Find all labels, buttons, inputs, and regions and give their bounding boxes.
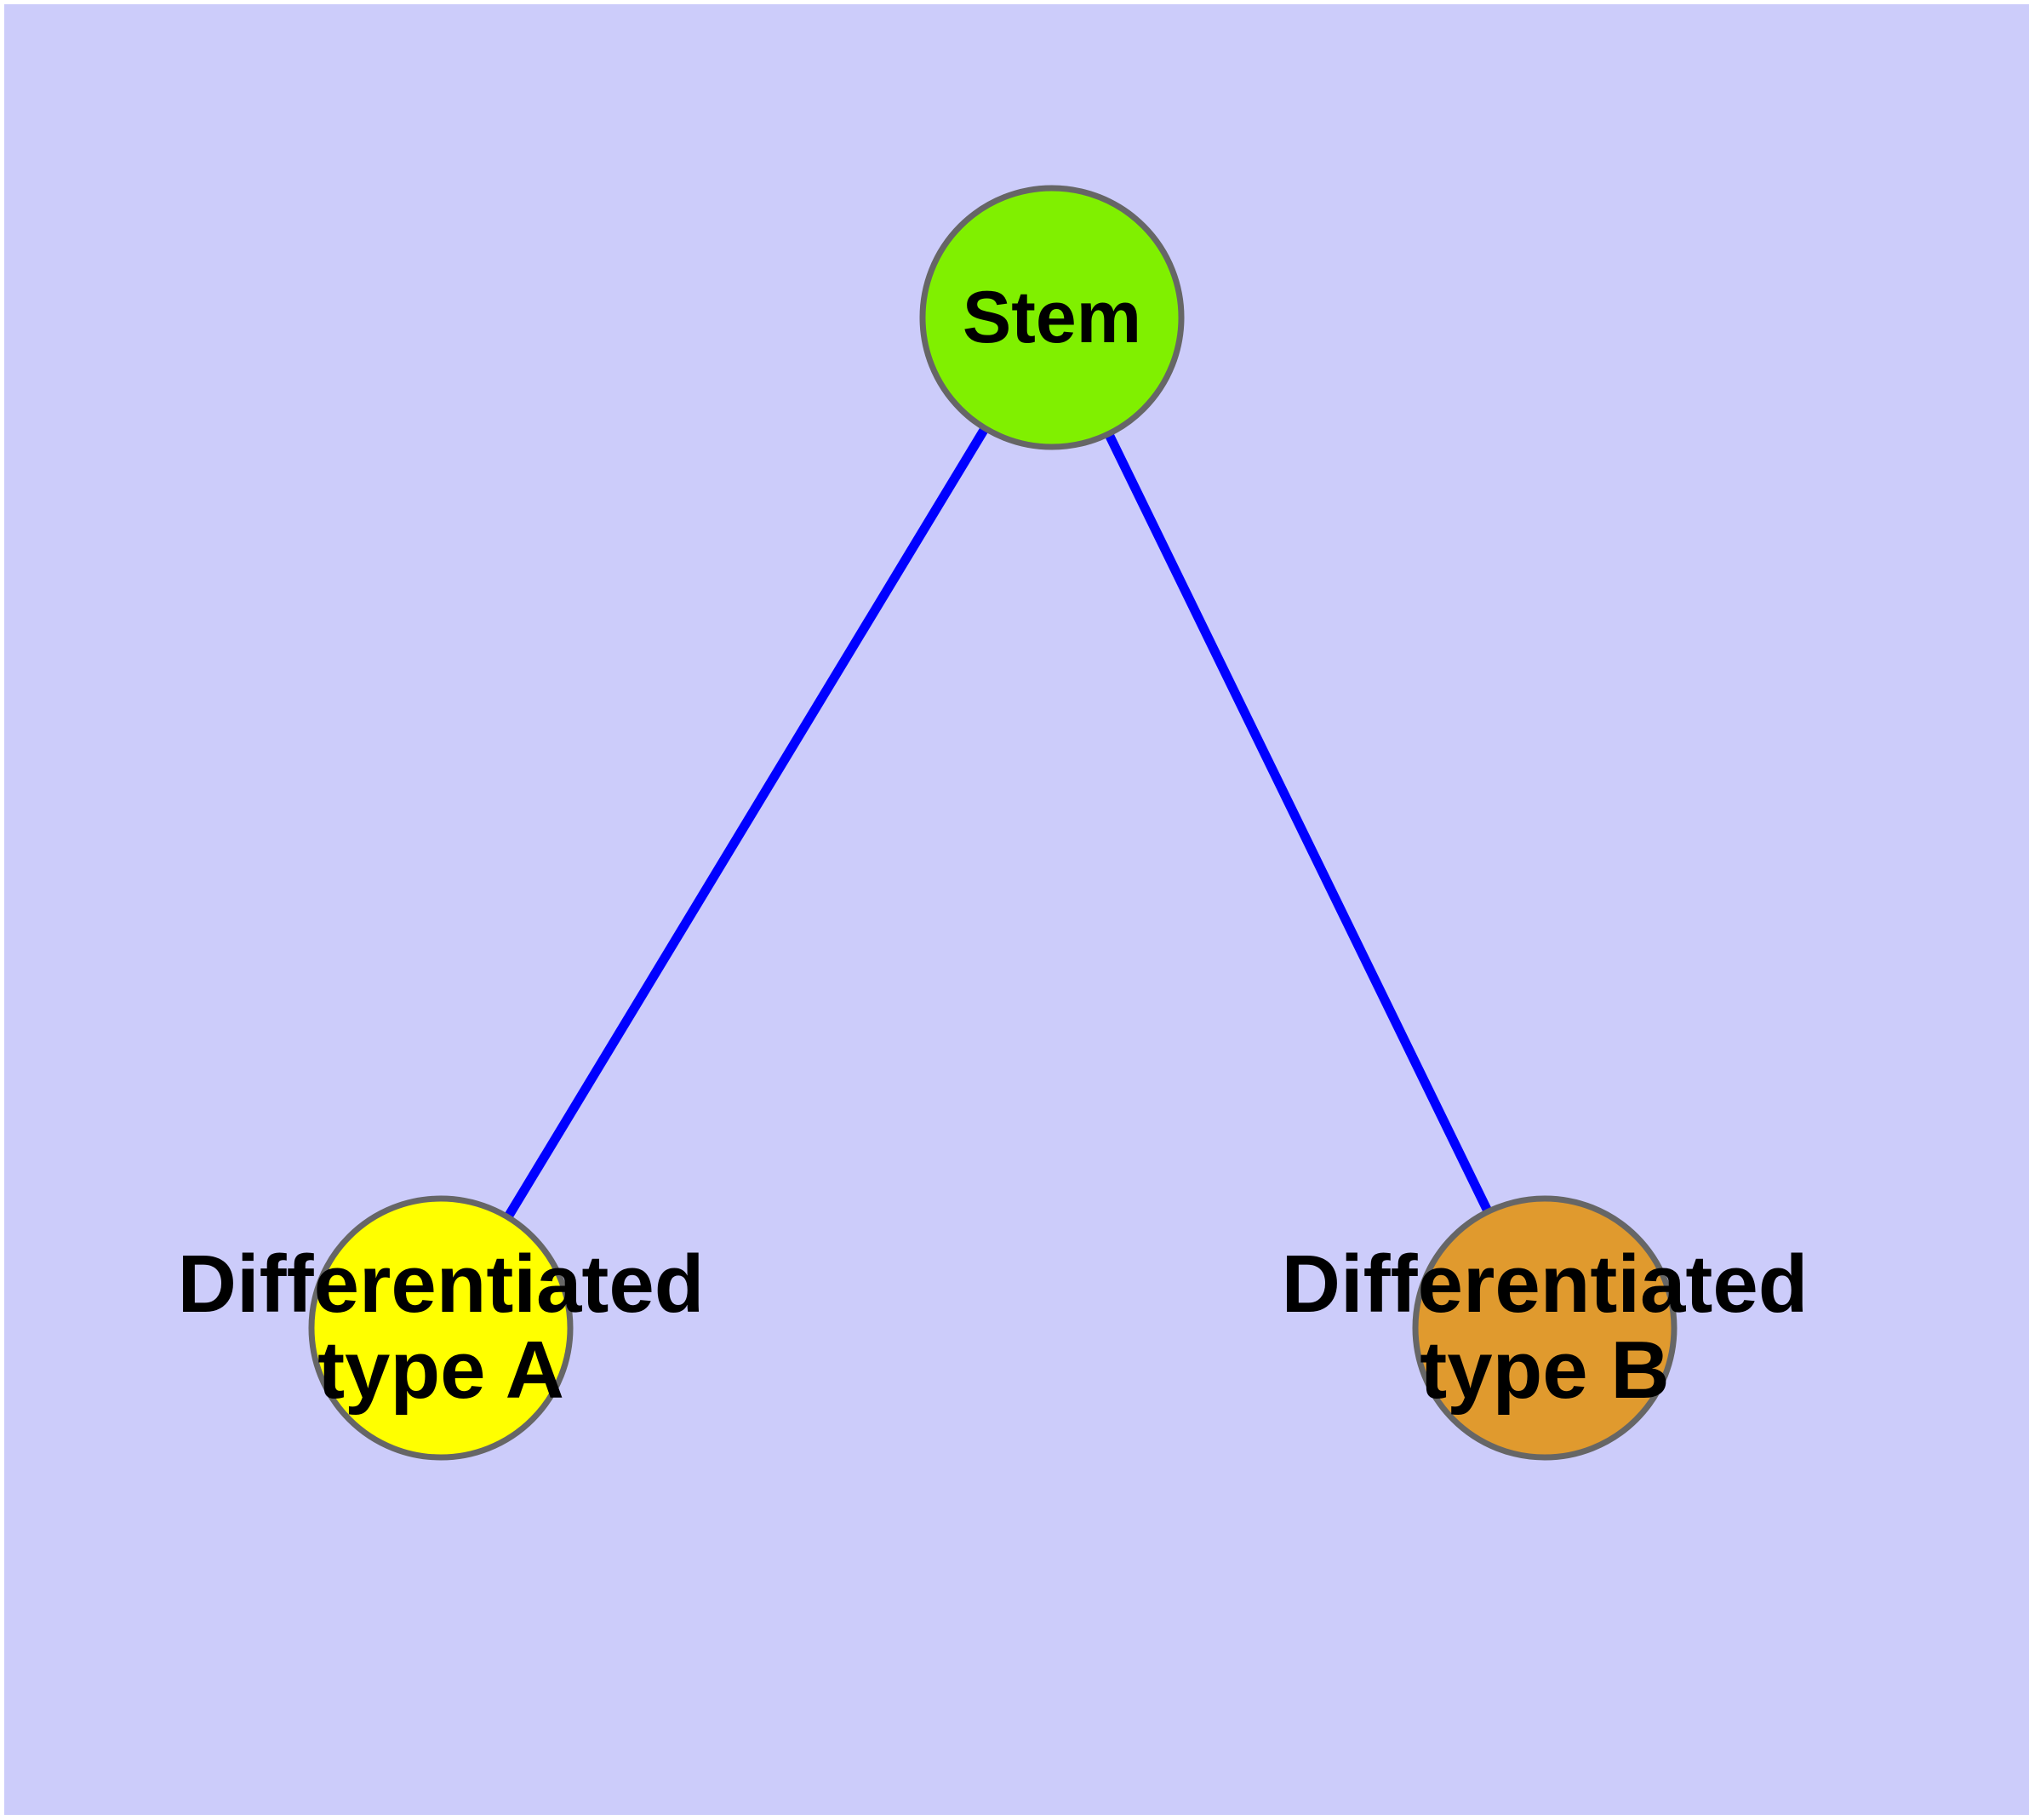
- edge-layer: [502, 424, 1494, 1222]
- node-differentiated-type-b[interactable]: [1412, 1195, 1677, 1461]
- node-differentiated-type-a[interactable]: [308, 1195, 574, 1461]
- node-layer: [308, 185, 1677, 1461]
- edge-stem-to-differentiated-type-b: [1103, 430, 1494, 1216]
- node-stem[interactable]: [919, 185, 1185, 450]
- edge-stem-to-differentiated-type-a: [502, 424, 991, 1222]
